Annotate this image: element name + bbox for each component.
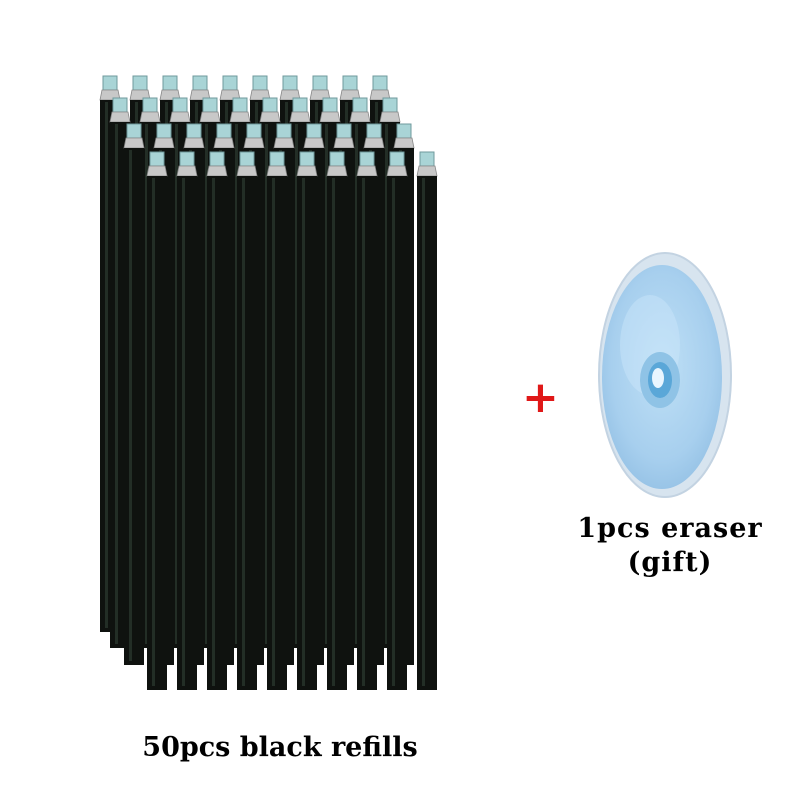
eraser-caption-line2: (gift) bbox=[627, 547, 713, 578]
eraser-caption: 1pcs eraser (gift) bbox=[560, 512, 780, 580]
refill bbox=[236, 151, 258, 690]
refills-caption: 50pcs black refills bbox=[142, 732, 418, 763]
refill-layer bbox=[146, 151, 438, 690]
refill bbox=[416, 151, 438, 690]
eraser-hole-center bbox=[652, 368, 664, 388]
plus-sign: + bbox=[522, 372, 559, 423]
refill bbox=[266, 151, 288, 690]
refill bbox=[386, 151, 408, 690]
refill bbox=[146, 151, 168, 690]
refill bbox=[176, 151, 198, 690]
refill bbox=[326, 151, 348, 690]
refill bbox=[296, 151, 318, 690]
refill bbox=[206, 151, 228, 690]
eraser-image bbox=[598, 252, 732, 498]
refill bbox=[123, 123, 145, 665]
eraser-caption-line1: 1pcs eraser bbox=[577, 513, 763, 544]
refill bbox=[356, 151, 378, 690]
